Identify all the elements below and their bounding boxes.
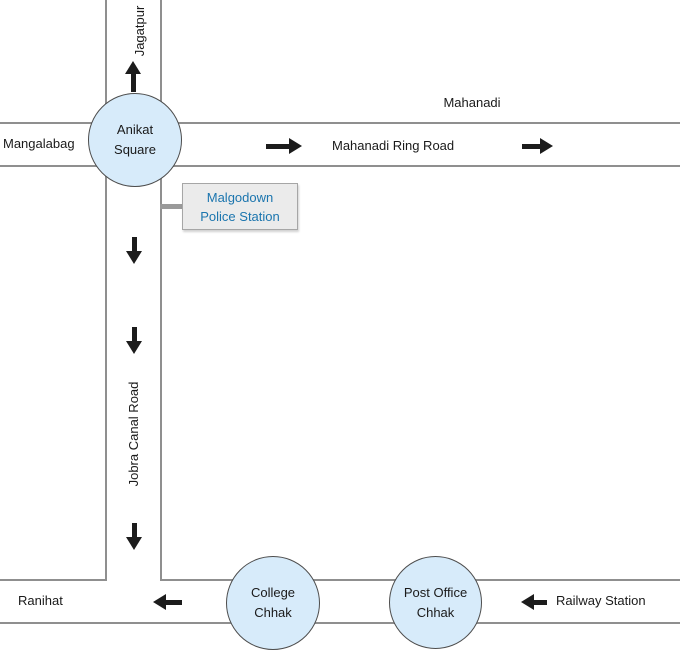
arrow-head — [125, 61, 141, 74]
junction-label-line2: Chhak — [416, 604, 455, 620]
junction-post-office-chhak: Post Office Chhak — [389, 556, 482, 649]
arrow-head — [521, 594, 534, 610]
junction-label-line1: Anikat — [116, 122, 154, 137]
arrow-head — [126, 341, 142, 354]
label-mangalabag: Mangalabag — [3, 136, 75, 151]
arrow-down-icon — [126, 327, 142, 354]
arrow-right-icon — [522, 138, 553, 154]
road-line-ring-road-top — [0, 122, 680, 124]
arrow-head — [126, 251, 142, 264]
road-line-jobra-canal-right — [160, 0, 162, 581]
road-line-jobra-canal-left — [105, 0, 107, 581]
arrow-shaft — [131, 237, 137, 251]
arrow-up-icon — [125, 61, 141, 92]
arrow-head — [540, 138, 553, 154]
arrow-shaft — [130, 74, 136, 92]
arrow-shaft — [534, 599, 547, 605]
label-mahanadi-ring-road: Mahanadi Ring Road — [332, 138, 455, 153]
junction-label-line2: Square — [114, 142, 156, 157]
label-mahanadi: Mahanadi — [443, 95, 501, 110]
label-ranihat: Ranihat — [18, 593, 63, 608]
junction-anikat-square: Anikat Square — [88, 93, 182, 187]
junction-college-chhak: College Chhak — [226, 556, 320, 650]
arrow-shaft — [131, 327, 137, 341]
junction-label-line2: Chhak — [254, 605, 292, 620]
road-line-ring-road-bottom — [0, 165, 680, 167]
arrow-head — [289, 138, 302, 154]
junction-label-line1: College — [250, 585, 296, 600]
arrow-right-icon — [266, 138, 302, 154]
malgodown-police-station-box: Malgodown Police Station — [182, 183, 298, 230]
station-label-line1: Malgodown — [206, 189, 274, 205]
arrow-shaft — [266, 143, 289, 149]
road-line-ranihat-top-left — [0, 579, 107, 581]
arrow-shaft — [131, 523, 137, 537]
label-railway-station: Railway Station — [556, 593, 646, 608]
road-line-ranihat-bottom — [0, 622, 680, 624]
arrow-head — [153, 594, 166, 610]
junction-label-line1: Post Office — [403, 584, 468, 600]
arrow-left-icon — [521, 594, 547, 610]
arrow-down-icon — [126, 237, 142, 264]
station-label-line2: Police Station — [200, 208, 280, 224]
arrow-down-icon — [126, 523, 142, 550]
label-jobra-canal-road: Jobra Canal Road — [126, 381, 141, 487]
arrow-shaft — [522, 143, 540, 149]
arrow-left-icon — [153, 594, 182, 610]
arrow-shaft — [166, 599, 182, 605]
label-jagatpur: Jagatpur — [132, 5, 147, 57]
station-connector-line — [160, 204, 183, 209]
arrow-head — [126, 537, 142, 550]
